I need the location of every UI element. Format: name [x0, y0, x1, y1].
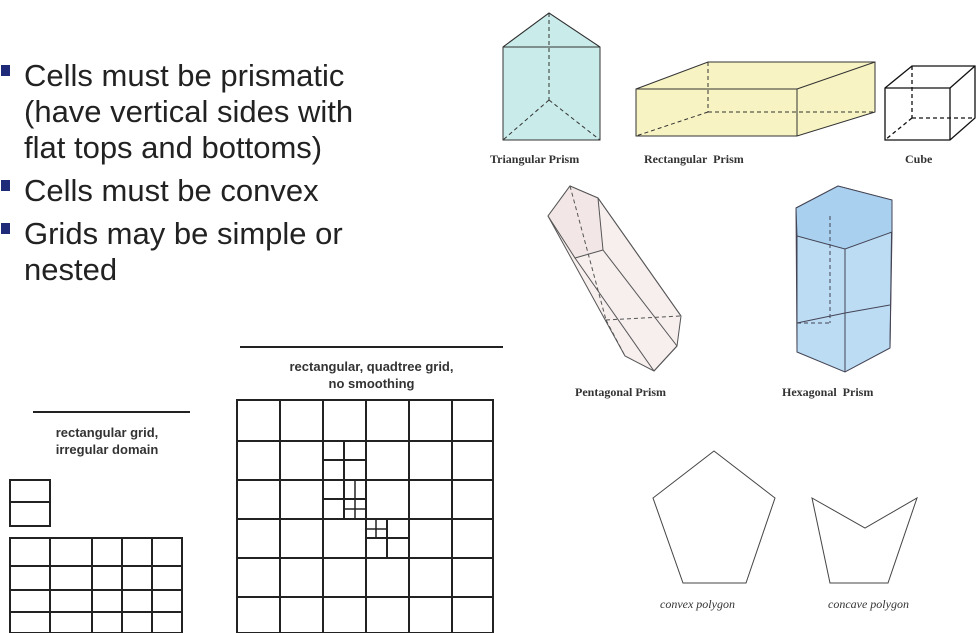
triangular-prism-caption: Triangular Prism	[490, 152, 580, 166]
pentagonal-prism-caption: Pentagonal Prism	[575, 385, 666, 399]
bullet-square-icon	[1, 180, 10, 191]
bullet-item-grids: Grids may be simple or nested	[0, 216, 470, 288]
irregular-grid-figure	[9, 411, 190, 633]
cube-figure	[884, 65, 976, 141]
hexagonal-prism-figure	[795, 185, 893, 373]
convex-polygon-figure	[652, 450, 776, 584]
rectangular-prism-caption: Rectangular Prism	[644, 152, 744, 166]
bullet-text: Grids may be simple or nested	[24, 216, 343, 287]
quadtree-grid-figure	[236, 346, 503, 633]
pentagonal-prism-figure	[547, 185, 682, 372]
concave-polygon-caption: concave polygon	[828, 597, 909, 611]
quadtree-grid-label: rectangular, quadtree grid, no smoothing	[289, 359, 454, 391]
bullet-text: Cells must be prismatic (have vertical s…	[24, 58, 354, 165]
irregular-grid-label: rectangular grid, irregular domain	[55, 425, 159, 457]
bullet-square-icon	[1, 223, 10, 234]
triangular-prism-fill	[502, 12, 601, 141]
bullet-text: Cells must be convex	[24, 173, 319, 208]
triangular-prism-figure	[502, 12, 601, 141]
bullet-item-prismatic: Cells must be prismatic (have vertical s…	[0, 58, 470, 166]
cube-caption: Cube	[905, 152, 933, 166]
hexagonal-prism-caption: Hexagonal Prism	[782, 385, 874, 399]
concave-polygon-figure	[811, 496, 918, 584]
bullet-square-icon	[1, 65, 10, 76]
bullet-item-convex: Cells must be convex	[0, 173, 470, 209]
rectangular-prism-figure	[635, 61, 876, 137]
convex-polygon-caption: convex polygon	[660, 597, 735, 611]
rectangular-prism-fill	[635, 61, 876, 137]
bullet-list: Cells must be prismatic (have vertical s…	[0, 58, 470, 295]
